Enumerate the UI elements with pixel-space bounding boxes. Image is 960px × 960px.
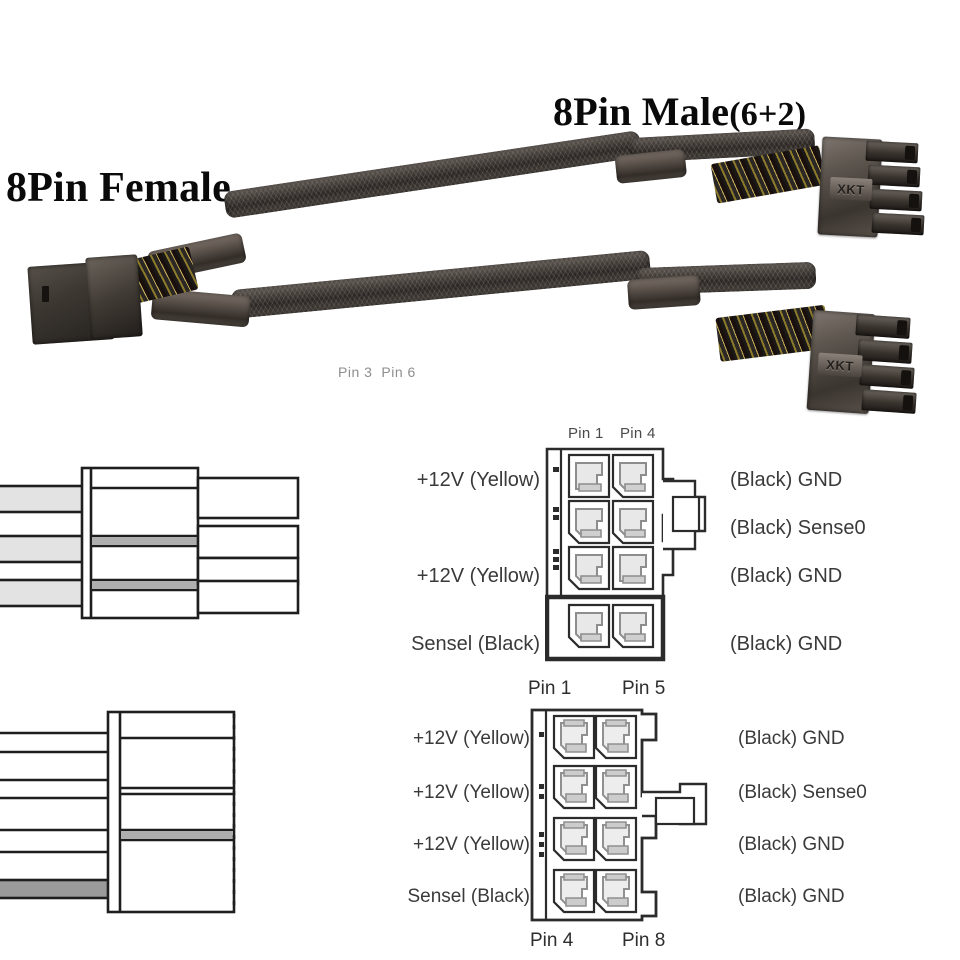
product-photo: XKT XKT bbox=[0, 120, 960, 450]
male-connector-upper-slot-1 bbox=[865, 140, 919, 164]
diagram-bottom-left-label-row3: +12V (Yellow) bbox=[412, 834, 530, 855]
brand-label-lower: XKT bbox=[825, 356, 855, 374]
connector-face-8pin bbox=[530, 708, 708, 922]
heading-8pin-male-sub: (6+2) bbox=[729, 96, 807, 133]
male-connector-lower-slot-4 bbox=[861, 389, 917, 414]
heading-8pin-male: 8Pin Male(6+2) bbox=[553, 88, 806, 135]
diagram-bottom-right-label-row4: (Black) GND bbox=[738, 886, 845, 907]
pin-callout-3-6: Pin 3 Pin 6 bbox=[338, 364, 416, 380]
diagram-top-pin1-label: Pin 1 bbox=[568, 425, 604, 442]
diagram-top-right-label-row1: (Black) GND bbox=[730, 469, 843, 491]
pin-callout-pin6: Pin 6 bbox=[381, 364, 416, 380]
diagram-bottom-pin4-label: Pin 4 bbox=[530, 930, 574, 951]
connector-face-6plus2 bbox=[545, 447, 707, 662]
diagram-bottom-pin5-label: Pin 5 bbox=[622, 678, 666, 699]
pin-callout-pin3: Pin 3 bbox=[338, 364, 373, 380]
diagram-bottom-right-label-row3: (Black) GND bbox=[738, 834, 845, 855]
diagram-top-left-label-row4: Sensel (Black) bbox=[411, 633, 540, 655]
diagram-top-pin4-label: Pin 4 bbox=[620, 425, 656, 442]
male-connector-lower-slot-3 bbox=[859, 364, 915, 389]
pinout-diagram-6plus2: Pin 1 Pin 4 +12V (Yellow) +12V (Yellow) … bbox=[350, 425, 960, 665]
side-view-svg-bottom bbox=[0, 710, 236, 914]
male-connector-lower-slot-2 bbox=[857, 339, 913, 364]
side-view-drawing-bottom bbox=[0, 700, 256, 920]
male-connector-upper-brand-tab: XKT bbox=[829, 176, 873, 202]
heading-8pin-male-main: 8Pin Male bbox=[553, 89, 730, 134]
female-connector-notch bbox=[42, 286, 49, 302]
male-connector-lower-brand-tab: XKT bbox=[817, 352, 863, 378]
diagram-top-right-label-row2: (Black) Sense0 bbox=[730, 517, 866, 539]
heading-8pin-female: 8Pin Female bbox=[6, 165, 231, 211]
cable-sleeve-lower-branch bbox=[230, 249, 652, 319]
diagram-bottom-pin1-label: Pin 1 bbox=[528, 678, 572, 699]
male-connector-lower-slot-1 bbox=[855, 314, 911, 339]
diagram-bottom-right-label-row1: (Black) GND bbox=[738, 728, 845, 749]
cable-sleeve-upper-branch bbox=[223, 130, 643, 219]
brand-label-upper: XKT bbox=[836, 180, 866, 198]
male-connector-upper-slot-3 bbox=[869, 188, 923, 212]
male-connector-upper-slot-4 bbox=[871, 212, 925, 236]
pinout-diagram-8pin: Pin 1 Pin 5 Pin 4 Pin 8 +12V (Yellow) +1… bbox=[350, 678, 960, 960]
female-connector-pin-face bbox=[85, 254, 143, 340]
diagram-bottom-left-label-row4: Sensel (Black) bbox=[407, 886, 531, 907]
heatshrink-upper-mid bbox=[614, 148, 688, 184]
diagram-top-left-label-row3: +12V (Yellow) bbox=[416, 565, 540, 587]
diagram-bottom-pin8-label: Pin 8 bbox=[622, 930, 666, 951]
diagram-top-right-label-row3: (Black) GND bbox=[730, 565, 843, 587]
side-view-drawing-top bbox=[0, 448, 316, 663]
diagram-bottom-left-label-row1: +12V (Yellow) bbox=[412, 728, 530, 749]
diagram-bottom-left-label-row2: +12V (Yellow) bbox=[412, 782, 530, 803]
side-view-svg-top bbox=[0, 466, 300, 620]
heatshrink-lower-mid bbox=[626, 275, 701, 310]
diagram-bottom-right-label-row2: (Black) Sense0 bbox=[738, 782, 867, 803]
diagram-top-left-label-row1: +12V (Yellow) bbox=[416, 469, 540, 491]
male-connector-upper-slot-2 bbox=[867, 164, 921, 188]
diagram-top-right-label-row4: (Black) GND bbox=[730, 633, 843, 655]
